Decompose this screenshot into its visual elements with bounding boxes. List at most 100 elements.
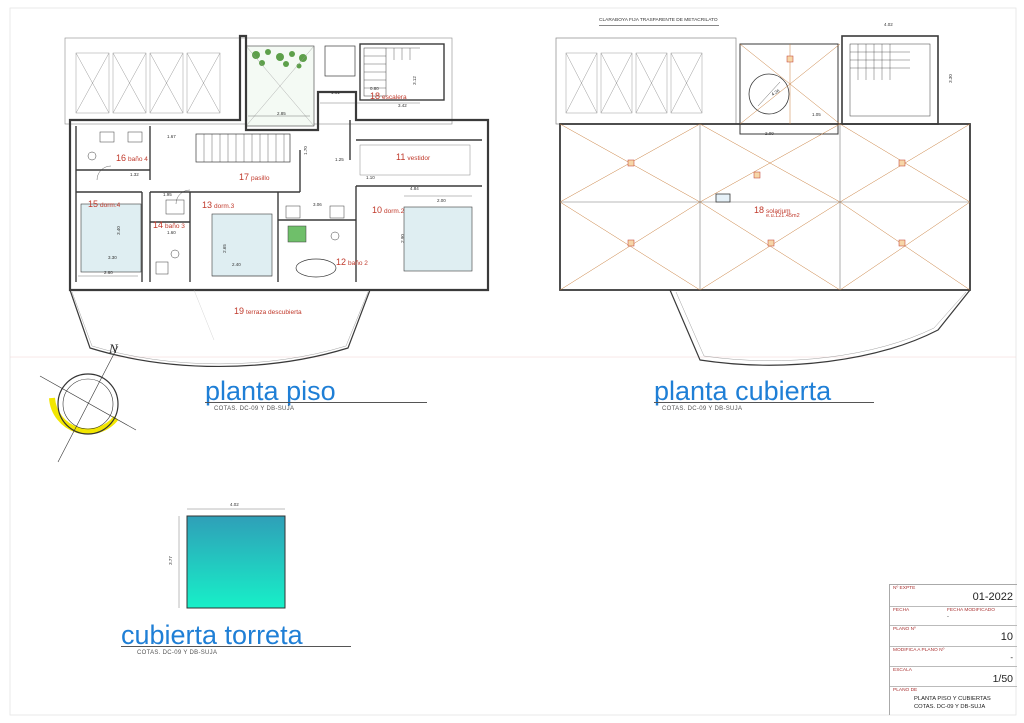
planta-piso-underline	[205, 402, 427, 403]
expte-label: Nº EXPTE	[893, 586, 916, 591]
dim-290: 2.90	[399, 234, 405, 243]
dim-200-roof: 2.00	[765, 131, 774, 136]
dim-312: 3.12	[411, 76, 417, 85]
room-number: 18	[370, 91, 381, 101]
room-name: baño 4	[128, 156, 148, 163]
planta-cubierta-title: planta cubierta	[654, 376, 832, 406]
dim-260: 2.60	[104, 270, 113, 275]
dim-306: 3.06	[313, 202, 322, 207]
escala-value: 1/50	[992, 673, 1013, 685]
planta-cubierta-drawing	[555, 35, 971, 366]
dim-125: 1.25	[335, 157, 344, 162]
tb-row-fecha: FECHA FECHA MODIFICADO -	[890, 607, 1017, 626]
planta-cubierta-underline	[654, 402, 874, 403]
dim-110: 1.10	[366, 175, 375, 180]
room-number: 15	[88, 199, 99, 209]
dim-170: 1.70	[302, 146, 308, 155]
room-number: 19	[234, 306, 245, 316]
room-name: escalera	[382, 94, 407, 101]
north-label: N	[109, 341, 118, 356]
room-number: 17	[239, 172, 250, 182]
dim-161: 1.61	[331, 90, 340, 95]
room-number: 11	[396, 152, 406, 162]
dim-080: 0.80	[370, 86, 379, 91]
tb-row-modifica: MODIFICA A PLANO Nº -	[890, 647, 1017, 667]
room-number: 18	[754, 205, 765, 215]
dim-stair-width: 3.42	[398, 103, 407, 108]
room-name: terraza descubierta	[246, 309, 302, 316]
room-number: 16	[116, 153, 127, 163]
dim-240: 2.40	[232, 262, 241, 267]
tb-row-escala: ESCALA 1/50	[890, 667, 1017, 687]
dim-tower-width: 4.02	[884, 22, 893, 27]
fecha-label: FECHA	[893, 608, 910, 613]
plano-value: 10	[1000, 631, 1013, 643]
skylight-note: CLARABOYA FIJA TRASPARENTE DE METACRILAT…	[599, 18, 718, 23]
room-name: solarium	[766, 208, 791, 215]
escala-label: ESCALA	[893, 668, 912, 673]
room-number: 14	[153, 220, 164, 230]
fecha-mod-label: FECHA MODIFICADO	[947, 608, 995, 613]
dim-160: 1.60	[167, 230, 176, 235]
cubierta-torreta-title: cubierta torreta	[121, 620, 303, 650]
room-name: dorm.4	[100, 202, 121, 209]
room-name: baño 3	[165, 223, 185, 230]
plano-label: PLANO Nº	[893, 627, 916, 632]
tb-row-expte: Nº EXPTE 01-2022	[890, 585, 1017, 607]
dim-132: 1.32	[130, 172, 139, 177]
solarium-area: e.u.121.45m2	[766, 213, 800, 219]
dim-tower-height: 3.30	[947, 74, 953, 83]
tb-row-plano-de: PLANO DE PLANTA PISO Y CUBIERTAS COTAS. …	[890, 687, 1017, 714]
torreta-height-dim: 3.77	[167, 556, 173, 565]
room-number: 10	[372, 205, 383, 215]
room-name: baño 2	[348, 260, 368, 267]
plano-de-line1: PLANTA PISO Y CUBIERTAS	[914, 696, 991, 702]
torreta-width-dim: 4.02	[230, 502, 239, 507]
dim-195: 1.95	[163, 192, 172, 197]
torreta-drawing	[178, 508, 286, 609]
modifica-label: MODIFICA A PLANO Nº	[893, 648, 945, 653]
dim-340: 3.40	[115, 226, 121, 235]
north-compass	[39, 345, 137, 463]
fecha-mod-value: -	[947, 614, 949, 620]
dim-105: 1.05	[812, 112, 821, 117]
tb-row-plano: PLANO Nº 10	[890, 626, 1017, 647]
room-name: dorm.2	[384, 208, 405, 215]
title-block: Nº EXPTE 01-2022 FECHA FECHA MODIFICADO …	[889, 584, 1017, 715]
plano-de-label: PLANO DE	[893, 688, 918, 693]
room-name: dorm.3	[214, 203, 235, 210]
planta-piso-title: planta piso	[205, 376, 336, 406]
dim-200: 2.00	[437, 198, 446, 203]
dim-484: 4.84	[410, 186, 419, 191]
room-number: 12	[336, 257, 347, 267]
plano-de-line2: COTAS. DC-09 Y DB-SUJA	[914, 704, 986, 710]
room-number: 13	[202, 200, 213, 210]
skylight-note-line	[599, 25, 719, 26]
cubierta-torreta-underline	[121, 646, 351, 647]
planta-piso-drawing	[64, 34, 490, 368]
planta-cubierta-subtitle: COTAS. DC-09 Y DB-SUJA	[662, 406, 743, 412]
dim-285: 2.85	[277, 111, 286, 116]
dim-167: 1.67	[167, 134, 176, 139]
expte-value: 01-2022	[972, 591, 1013, 603]
dim-330b: 3.30	[108, 255, 117, 260]
planta-piso-subtitle: COTAS. DC-09 Y DB-SUJA	[214, 406, 295, 412]
dim-265: 2.65	[221, 244, 227, 253]
room-name: pasillo	[251, 175, 270, 182]
page-frame	[9, 7, 1017, 716]
modifica-value: -	[1010, 653, 1013, 662]
cubierta-torreta-subtitle: COTAS. DC-09 Y DB-SUJA	[137, 650, 218, 656]
room-name: vestidor	[407, 155, 431, 162]
